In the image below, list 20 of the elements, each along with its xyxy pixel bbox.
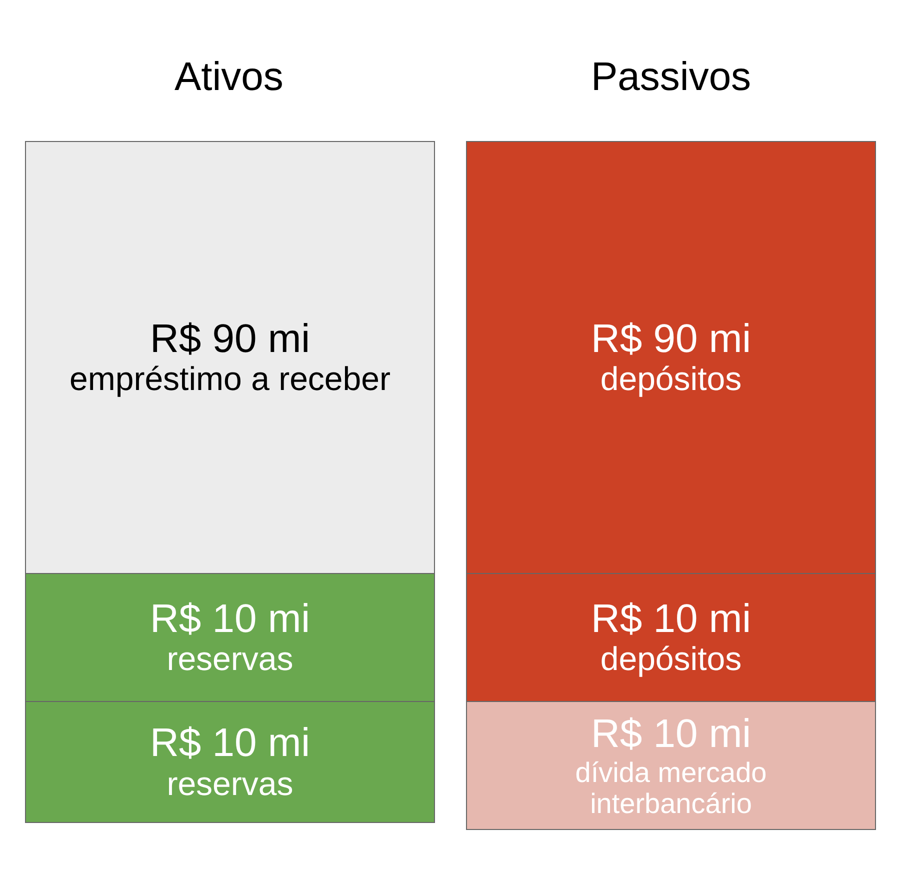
account-box: [25, 701, 435, 823]
account-label: depósitos: [600, 641, 742, 678]
amount-text: R$ 90 mi: [150, 316, 310, 362]
column-heading: Ativos: [174, 55, 284, 100]
account-box: [466, 141, 876, 574]
account-box: [25, 141, 435, 574]
account-box: [466, 573, 876, 702]
account-box: [25, 573, 435, 702]
column-heading: Passivos: [591, 55, 752, 100]
amount-text: R$ 10 mi: [590, 596, 752, 642]
amount-text: R$ 10 mi: [590, 712, 752, 757]
amount-text: R$ 10 mi: [150, 721, 310, 766]
account-label: reservas: [166, 766, 294, 803]
account-label: empréstimo a receber: [70, 361, 390, 398]
amount-text: R$ 90 mi: [590, 316, 752, 362]
account-label: depósitos: [600, 361, 742, 398]
account-box: [466, 701, 876, 830]
account-label: dívida mercado interbancário: [574, 756, 768, 820]
account-label: reservas: [166, 641, 294, 678]
amount-text: R$ 10 mi: [150, 596, 310, 642]
